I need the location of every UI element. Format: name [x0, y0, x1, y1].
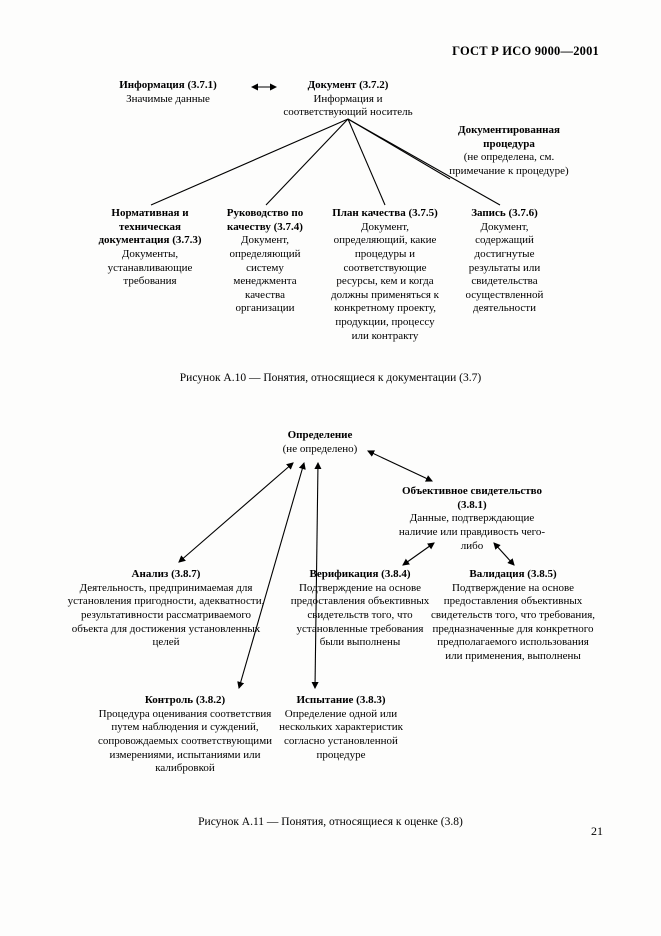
node-information-title: Информация (3.7.1) [119, 79, 217, 91]
document-header: ГОСТ Р ИСО 9000—2001 [452, 44, 599, 58]
node-test: Испытание (3.8.3) Определение одной или … [266, 694, 416, 762]
node-test-title: Испытание (3.8.3) [296, 694, 386, 706]
node-record: Запись (3.7.6) Документ, содержащий дост… [452, 207, 557, 316]
node-review-desc: Деятельность, предпринимаемая для устано… [67, 581, 265, 649]
node-inspection-title: Контроль (3.8.2) [144, 694, 226, 706]
node-review: Анализ (3.8.7) Деятельность, предпринима… [62, 568, 270, 650]
page-number: 21 [591, 824, 603, 838]
node-documented-procedure: Документированная процедура (не определе… [435, 124, 583, 179]
node-quality-plan: План качества (3.7.5) Документ, определя… [326, 207, 444, 343]
node-objective-evidence-desc: Данные, подтверждающие наличие или правд… [398, 512, 546, 552]
node-objective-evidence: Объективное свидетельство (3.8.1) Данные… [392, 485, 552, 553]
node-validation-desc: Подтверждение на основе предоставления о… [430, 581, 596, 662]
node-determination: Определение (не определено) [252, 429, 388, 456]
node-normative-docs: Нормативная и техническая документация (… [98, 207, 202, 289]
node-test-desc: Определение одной или нескольких характе… [279, 707, 403, 761]
line-document-to-normative-docs [150, 118, 349, 206]
node-document-title: Документ (3.7.2) [307, 79, 389, 91]
figure-a10-caption: Рисунок А.10 — Понятия, относящиеся к до… [179, 372, 482, 384]
line-document-to-quality-plan [347, 118, 386, 206]
node-information: Информация (3.7.1) Значимые данные [88, 79, 248, 106]
figure-a11-caption: Рисунок А.11 — Понятия, относящиеся к оц… [198, 816, 463, 828]
node-normative-docs-title: Нормативная и техническая документация (… [98, 207, 202, 247]
node-verification-title: Верификация (3.8.4) [309, 568, 411, 580]
line-document-to-quality-manual [265, 118, 349, 206]
node-determination-desc: (не определено) [282, 442, 358, 455]
node-review-title: Анализ (3.8.7) [131, 568, 201, 580]
node-document: Документ (3.7.2) Информация и соответств… [280, 79, 416, 120]
node-validation: Валидация (3.8.5) Подтверждение на основ… [430, 568, 596, 663]
node-documented-procedure-title: Документированная процедура [458, 124, 560, 150]
node-determination-title: Определение [287, 429, 353, 441]
node-information-desc: Значимые данные [126, 92, 210, 105]
node-verification-desc: Подтверждение на основе предоставления о… [290, 581, 430, 649]
node-documented-procedure-desc: (не определена, см. примечание к процеду… [449, 151, 569, 177]
node-record-title: Запись (3.7.6) [471, 207, 538, 219]
node-normative-docs-desc: Документы, устанавливающие требования [107, 247, 193, 288]
node-quality-manual: Руководство по качеству (3.7.4) Документ… [215, 207, 315, 316]
node-inspection: Контроль (3.8.2) Процедура оценивания со… [95, 694, 275, 776]
node-record-desc: Документ, содержащий достигнутые результ… [465, 220, 544, 315]
node-quality-plan-desc: Документ, определяющий, какие процедуры … [331, 220, 439, 342]
node-verification: Верификация (3.8.4) Подтверждение на осн… [289, 568, 431, 650]
node-inspection-desc: Процедура оценивания соответствия путем … [97, 707, 273, 775]
node-quality-manual-title: Руководство по качеству (3.7.4) [226, 207, 304, 233]
node-validation-title: Валидация (3.8.5) [469, 568, 557, 580]
node-quality-plan-title: План качества (3.7.5) [332, 207, 438, 219]
node-objective-evidence-title: Объективное свидетельство (3.8.1) [401, 485, 543, 511]
node-quality-manual-desc: Документ, определяющий систему менеджмен… [229, 234, 301, 315]
node-document-desc: Информация и соответствующий носитель [283, 92, 413, 119]
arrow-determination-review [178, 462, 294, 563]
